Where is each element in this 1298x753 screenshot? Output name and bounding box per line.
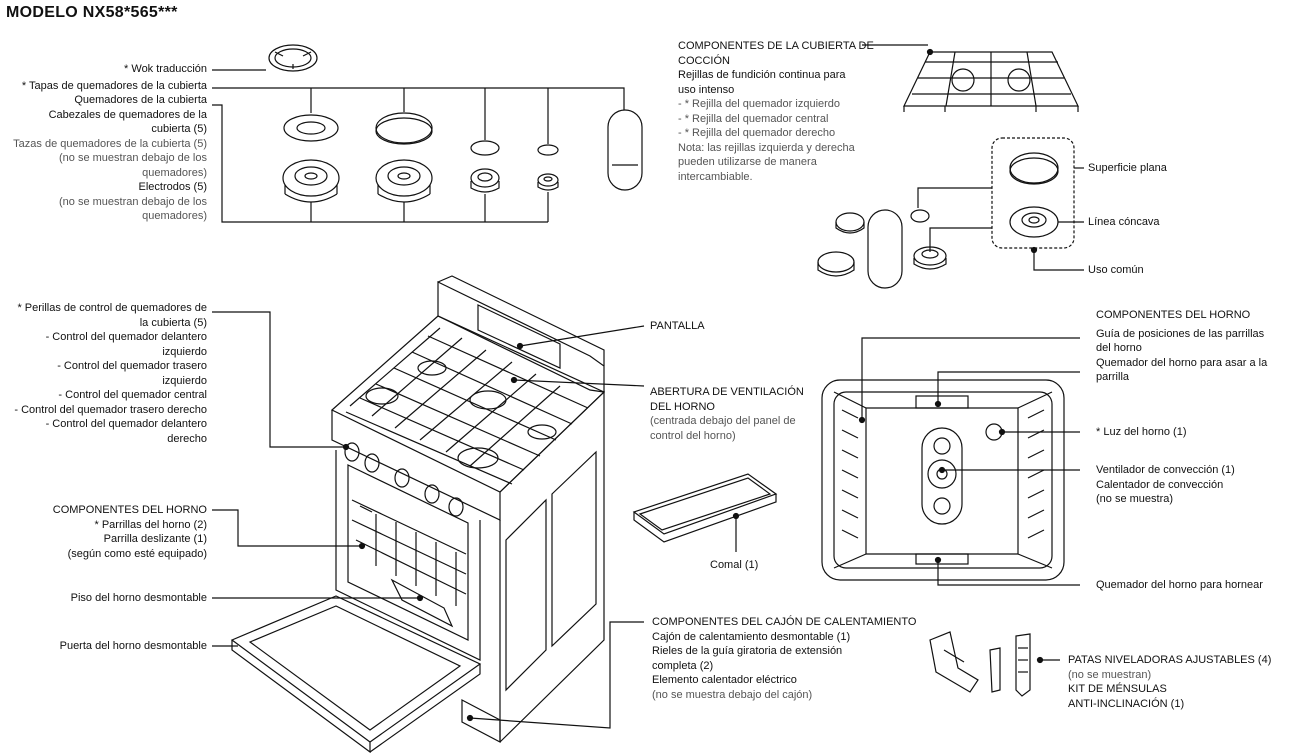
heads-label-2: cubierta (5) <box>151 123 207 135</box>
oven-door-label: Puerta del horno desmontable <box>59 640 207 652</box>
convection-labels: Ventilador de convección (1) Calentador … <box>1096 463 1235 507</box>
cups-label-3: quemadores) <box>142 166 207 179</box>
vent-heading-2: DEL HORNO <box>650 400 715 413</box>
legs-note: (no se muestran) <box>1068 668 1152 681</box>
wok-grate-illustration <box>607 109 643 191</box>
display-label: PANTALLA <box>650 320 705 332</box>
electrodes-note-1: (no se muestran debajo de los <box>59 195 207 208</box>
cap-detail-box <box>917 137 1084 271</box>
concave-line-label: Línea cóncava <box>1088 216 1160 228</box>
grate-note-2: pueden utilizarse de manera <box>678 156 817 168</box>
oven-right-labels: COMPONENTES DEL HORNO Guía de posiciones… <box>1096 308 1267 385</box>
griddle-label: Comal (1) <box>710 559 759 571</box>
grate-illustration <box>903 48 1079 112</box>
grate-note-1: Nota: las rejillas izquierda y derecha <box>678 141 855 154</box>
knob-front-right-1: - Control del quemador delantero <box>45 418 207 430</box>
knob-front-left-2: izquierdo <box>162 345 207 358</box>
drawer-label: Cajón de calentamiento desmontable (1) <box>652 630 851 643</box>
vent-note-2: control del horno) <box>650 429 736 442</box>
kit-label-1: KIT DE MÉNSULAS <box>1068 683 1167 695</box>
grate-heading-2: COCCIÓN <box>678 54 730 67</box>
grate-sub-2: uso intenso <box>678 83 735 96</box>
element-label: Elemento calentador eléctrico <box>652 674 797 686</box>
burner-head-illustrations <box>282 159 559 203</box>
legs-heading: PATAS NIVELADORAS AJUSTABLES (4) <box>1068 654 1272 666</box>
knob-rear-left-2: izquierdo <box>162 374 207 387</box>
oven-left-heading: COMPONENTES DEL HORNO <box>52 504 207 516</box>
bake-burner-label: Quemador del horno para hornear <box>1096 579 1263 591</box>
grate-note-3: intercambiable. <box>678 170 753 183</box>
electrodes-label: Electrodos (5) <box>138 181 207 193</box>
sliding-rack-label: Parrilla deslizante (1) <box>103 533 207 545</box>
broil-burner-2: parrilla <box>1096 371 1130 383</box>
oven-interior-illustration <box>821 379 1065 581</box>
drawer-heading: COMPONENTES DEL CAJÓN DE CALENTAMIENTO <box>652 616 917 628</box>
oven-left-labels: COMPONENTES DEL HORNO * Parrillas del ho… <box>53 503 207 561</box>
small-parts-illustration <box>817 209 947 289</box>
element-note: (no se muestra debajo del cajón) <box>652 688 813 701</box>
grate-center: - * Rejilla del quemador central <box>678 112 829 125</box>
grate-labels: COMPONENTES DE LA CUBIERTA DE COCCIÓN Re… <box>678 39 874 184</box>
page-title: MODELO NX58*565*** <box>6 4 178 21</box>
oven-racks-label: * Parrillas del horno (2) <box>94 518 208 531</box>
rails-label-2: completa (2) <box>652 659 714 672</box>
convection-heater-label: Calentador de convección <box>1096 478 1224 491</box>
knob-front-left-1: - Control del quemador delantero <box>45 331 207 343</box>
knobs-heading-1: * Perillas de control de quemadores de <box>17 302 207 314</box>
grate-sub-1: Rejillas de fundición continua para <box>678 69 846 81</box>
convection-fan-label: Ventilador de convección (1) <box>1096 464 1235 476</box>
kit-label-2: ANTI-INCLINACIÓN (1) <box>1068 697 1185 710</box>
rack-guide-2: del horno <box>1096 342 1142 354</box>
cooktop-leader-lines <box>212 69 625 223</box>
oven-light-label: * Luz del horno (1) <box>1096 426 1187 438</box>
range-leader-lines <box>212 311 645 729</box>
oven-floor-label: Piso del horno desmontable <box>70 592 207 604</box>
grate-heading-1: COMPONENTES DE LA CUBIERTA DE <box>678 40 874 52</box>
oven-interior-leader-lines <box>858 337 1080 586</box>
drawer-labels: COMPONENTES DEL CAJÓN DE CALENTAMIENTO C… <box>652 615 916 702</box>
knob-rear-left-1: - Control del quemador trasero <box>57 360 207 372</box>
broil-burner-1: Quemador del horno para asar a la <box>1096 356 1268 369</box>
common-use-label: Uso común <box>1088 264 1144 276</box>
convection-heater-note: (no se muestra) <box>1096 493 1174 505</box>
vent-labels: ABERTURA DE VENTILACIÓN DEL HORNO (centr… <box>650 385 804 443</box>
electrodes-note-2: quemadores) <box>142 210 207 222</box>
knob-rear-right: - Control del quemador trasero derecho <box>14 403 207 416</box>
vent-heading-1: ABERTURA DE VENTILACIÓN <box>650 386 804 398</box>
wok-label: * Wok traducción <box>124 63 207 75</box>
grate-right: - * Rejilla del quemador derecho <box>678 127 836 139</box>
rack-guide-1: Guía de posiciones de las parrillas <box>1096 327 1265 340</box>
legs-labels: PATAS NIVELADORAS AJUSTABLES (4) (no se … <box>1068 653 1271 711</box>
knobs-heading-2: la cubierta (5) <box>139 316 207 329</box>
knob-labels: * Perillas de control de quemadores de l… <box>14 301 207 446</box>
burner-caps-label: * Tapas de quemadores de la cubierta <box>21 79 207 92</box>
cups-label-2: (no se muestran debajo de los <box>59 152 207 164</box>
griddle-illustration <box>632 473 778 552</box>
leveling-legs-illustration <box>929 631 1060 697</box>
burners-label: Quemadores de la cubierta <box>74 94 207 106</box>
flat-surface-label: Superficie plana <box>1088 162 1167 174</box>
oven-right-heading: COMPONENTES DEL HORNO <box>1096 309 1251 321</box>
cooktop-labels: * Wok traducción * Tapas de quemadores d… <box>13 62 207 224</box>
cups-label-1: Tazas de quemadores de la cubierta (5) <box>13 137 207 150</box>
burner-cap-large-illustration <box>283 112 559 156</box>
knob-front-right-2: derecho <box>167 432 207 445</box>
wok-ring-illustration <box>268 44 318 72</box>
rails-label-1: Rieles de la guía giratoria de extensión <box>652 645 843 657</box>
vent-note-1: (centrada debajo del panel de <box>650 415 796 427</box>
grate-left: - * Rejilla del quemador izquierdo <box>678 98 841 110</box>
knob-center: - Control del quemador central <box>58 389 207 401</box>
range-illustration <box>230 275 606 753</box>
equipped-label: (según como esté equipado) <box>67 547 207 560</box>
heads-label-1: Cabezales de quemadores de la <box>48 108 207 121</box>
